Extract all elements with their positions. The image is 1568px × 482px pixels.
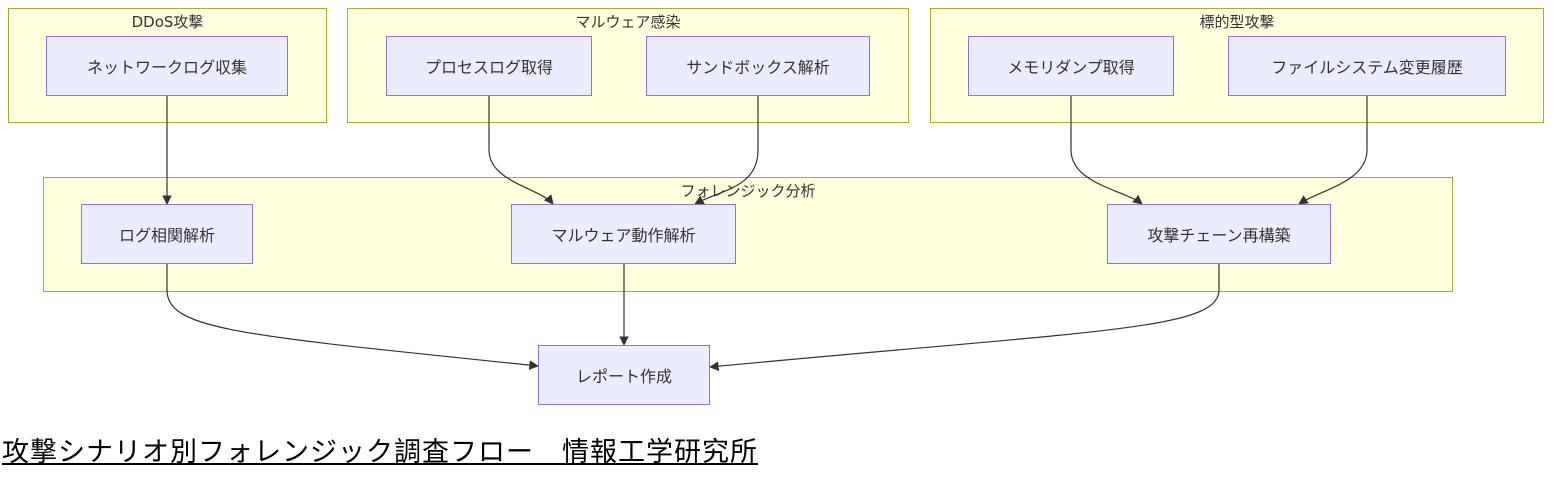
edge-process-log-to-malware-behavior — [488, 96, 554, 205]
node-malware-behavior-analysis: マルウェア動作解析 — [511, 204, 736, 264]
edge-fs-history-to-attack-chain — [1298, 96, 1368, 205]
diagram-caption: 攻撃シナリオ別フォレンジック調査フロー 情報工学研究所 — [2, 437, 758, 468]
edge-sandbox-to-malware-behavior — [694, 96, 759, 205]
node-memory-dump-acquisition: メモリダンプ取得 — [968, 36, 1174, 96]
edge-memory-dump-to-attack-chain — [1070, 96, 1143, 205]
node-report-creation: レポート作成 — [538, 345, 710, 405]
node-filesystem-change-history: ファイルシステム変更履歴 — [1228, 36, 1506, 96]
cluster-targeted-title: 標的型攻撃 — [1199, 13, 1275, 31]
node-log-correlation-analysis: ログ相関解析 — [81, 204, 253, 264]
node-sandbox-analysis: サンドボックス解析 — [646, 36, 870, 96]
cluster-malware-title: マルウェア感染 — [575, 13, 681, 31]
cluster-ddos-title: DDoS攻撃 — [131, 13, 204, 31]
node-network-log-collection: ネットワークログ収集 — [46, 36, 288, 96]
node-process-log-acquisition: プロセスログ取得 — [386, 36, 592, 96]
edge-attack-chain-to-report — [709, 264, 1220, 371]
edge-log-correlation-to-report — [166, 264, 539, 370]
node-attack-chain-reconstruction: 攻撃チェーン再構築 — [1107, 204, 1331, 264]
